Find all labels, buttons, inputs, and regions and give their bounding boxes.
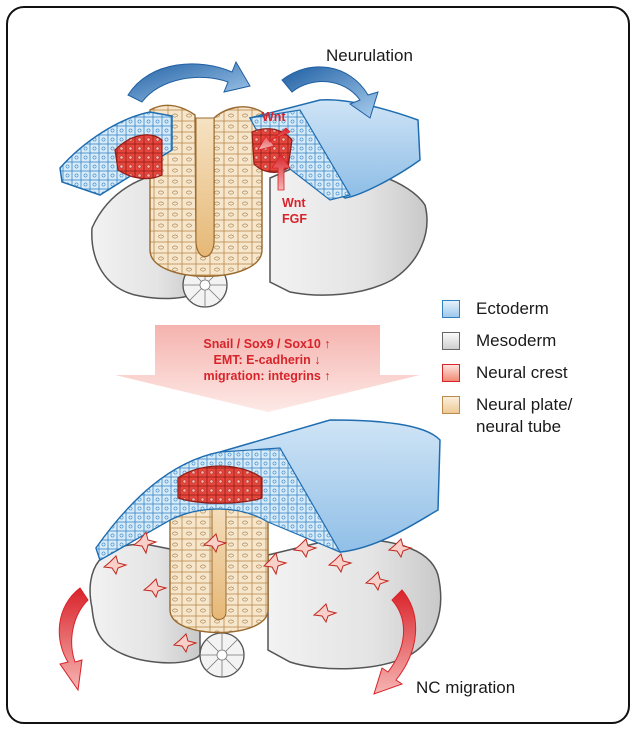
transition-arrow-text: Snail / Sox9 / Sox10 ↑ EMT: E-cadherin ↓… <box>172 336 362 384</box>
legend-label-neural-crest: Neural crest <box>476 362 568 384</box>
top-neural-lumen <box>196 118 214 257</box>
legend-label-mesoderm: Mesoderm <box>476 330 556 352</box>
bottom-notochord <box>200 633 244 677</box>
legend-swatch-mesoderm <box>442 332 460 350</box>
wnt-label-top: Wnt <box>262 110 286 124</box>
bottom-neural-crest-dorsal <box>178 466 262 503</box>
bottom-neural-lumen <box>212 495 226 620</box>
transition-text-line3: migration: integrins ↑ <box>172 368 362 384</box>
nc-migration-arrow-left <box>59 588 88 690</box>
bottom-mesoderm-right <box>268 539 441 669</box>
top-embryo-section <box>60 62 427 307</box>
legend-label-neural-tube: Neural plate/ neural tube <box>476 394 572 438</box>
wnt-label-bottom: Wnt <box>282 196 306 210</box>
legend: Ectoderm Mesoderm Neural crest Neural pl… <box>442 298 572 448</box>
legend-item-mesoderm: Mesoderm <box>442 330 572 352</box>
legend-swatch-ectoderm <box>442 300 460 318</box>
legend-label-ectoderm: Ectoderm <box>476 298 549 320</box>
legend-swatch-neural-tube <box>442 396 460 414</box>
legend-item-ectoderm: Ectoderm <box>442 298 572 320</box>
legend-swatch-neural-crest <box>442 364 460 382</box>
legend-item-neural-crest: Neural crest <box>442 362 572 384</box>
transition-text-line2: EMT: E-cadherin ↓ <box>172 352 362 368</box>
fgf-label: FGF <box>282 212 307 226</box>
neurulation-arrow-left <box>128 62 250 102</box>
nc-migration-label: NC migration <box>416 678 515 698</box>
bottom-embryo-section <box>59 420 440 694</box>
transition-text-line1: Snail / Sox9 / Sox10 ↑ <box>172 336 362 352</box>
neurulation-label: Neurulation <box>326 46 413 66</box>
legend-item-neural-tube: Neural plate/ neural tube <box>442 394 572 438</box>
